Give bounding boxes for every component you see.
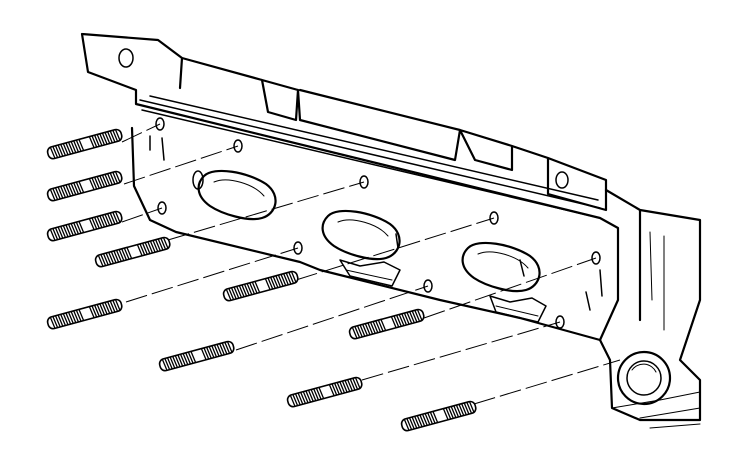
coolant-port-outer: [616, 350, 672, 406]
studs-group: [46, 128, 477, 432]
alignment-lines: [121, 123, 621, 405]
coolant-port-inner: [626, 360, 662, 396]
exhaust-port-1: [192, 169, 277, 221]
flange-bumps: [149, 135, 603, 311]
stud-5: [46, 298, 123, 330]
stud-2: [46, 170, 123, 202]
stud-7: [158, 340, 235, 372]
stud-3: [46, 210, 123, 242]
exhaust-port-3: [461, 241, 547, 323]
exhaust-port-2: [321, 209, 401, 287]
flange-lower-edge: [130, 126, 602, 342]
head-bottom-edge: [639, 407, 701, 429]
stud-10: [400, 400, 477, 432]
head-right-face-lines: [611, 231, 701, 409]
stud-8: [348, 308, 425, 340]
stud-holes: [155, 117, 601, 329]
stud-1: [46, 128, 123, 160]
right-boss-hole: [555, 171, 569, 189]
head-ridge: [139, 95, 601, 219]
top-boss-hole: [118, 48, 134, 68]
stud-9: [286, 376, 363, 408]
coolant-port-shading: [631, 363, 657, 373]
stud-6: [222, 270, 299, 302]
cylinder-head: [80, 32, 702, 429]
stud-4: [94, 236, 171, 268]
head-top-outline: [80, 32, 620, 342]
